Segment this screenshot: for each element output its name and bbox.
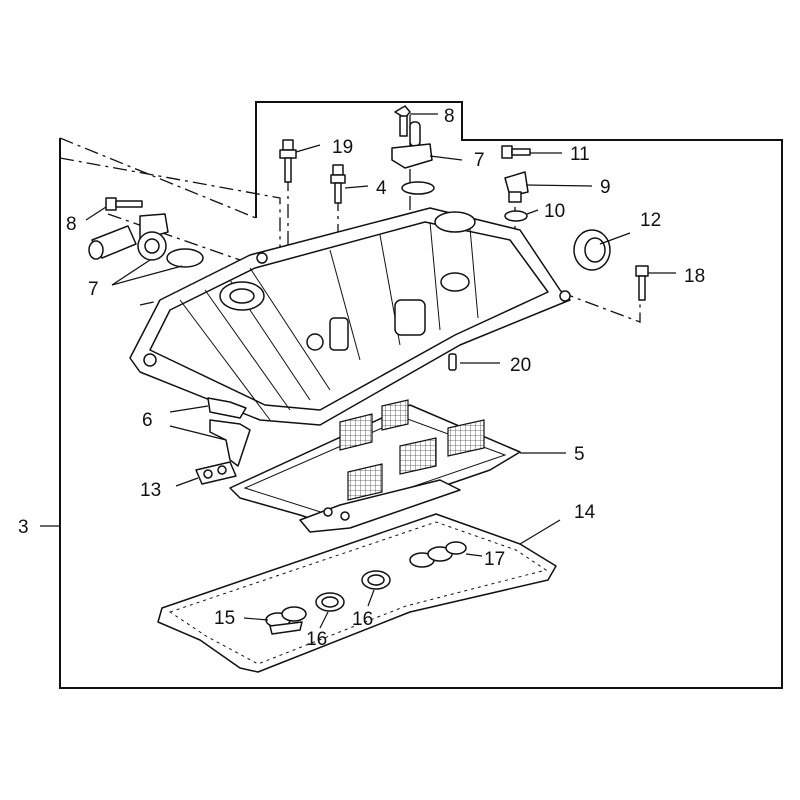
callout-12-leader (599, 232, 631, 245)
camshaft-sensor-7-top (391, 121, 435, 195)
callout-16-right: 16 (352, 609, 373, 630)
callout-7-left-leader (111, 259, 151, 286)
callout-10: 10 (544, 201, 565, 222)
o-ring-7-top (401, 181, 435, 195)
callout-19: 19 (332, 137, 353, 158)
callout-6-leader (169, 405, 209, 413)
callout-9-leader (525, 184, 593, 187)
bolt-8-left (105, 197, 143, 211)
callout-14: 14 (574, 502, 596, 523)
dowel-pin-20 (448, 353, 457, 371)
assembly-frame (59, 101, 783, 689)
spark-plug-seal-17 (409, 541, 467, 568)
callout-8-top: 8 (444, 106, 455, 127)
spark-plug-seal-16-right (361, 570, 391, 590)
callout-13-leader (175, 477, 199, 487)
callout-13: 13 (140, 480, 161, 501)
bolt-18 (635, 265, 649, 301)
callout-4: 4 (376, 178, 387, 199)
spark-plug-seal-15 (265, 606, 307, 635)
cover-gasket-14 (157, 513, 557, 673)
baffle-plate-5 (229, 399, 521, 533)
callout-7-left-leader-2 (111, 265, 183, 286)
callout-15: 15 (214, 608, 235, 629)
callout-19-leader (295, 144, 321, 153)
bolt-8-top (394, 105, 411, 137)
bolt-4 (330, 164, 346, 204)
callout-7-left: 7 (88, 279, 99, 300)
callout-10-leader (526, 209, 539, 215)
dashdot-line-right (559, 291, 641, 323)
callout-15-leader (243, 617, 269, 621)
callout-18: 18 (684, 266, 705, 287)
callout-14-leader (519, 519, 561, 545)
pcv-valve-7-left (88, 213, 204, 268)
o-ring-10 (504, 210, 528, 222)
callout-20: 20 (510, 355, 531, 376)
callout-16-left-leader (319, 611, 329, 629)
callout-6: 6 (142, 410, 153, 431)
o-ring-7-left (166, 248, 204, 268)
callout-16-right-leader (367, 589, 375, 607)
callout-6-leader-2 (169, 425, 227, 441)
callout-11: 11 (570, 144, 590, 165)
callout-4-leader (344, 185, 369, 189)
callout-7-top-leader (429, 155, 463, 161)
shaft-seal-12 (573, 229, 611, 271)
dashdot-line-left (107, 213, 241, 261)
bolt-11 (501, 145, 531, 159)
bolt-19 (279, 139, 297, 183)
callout-7-top: 7 (474, 150, 485, 171)
grommet-13 (195, 461, 237, 485)
callout-12: 12 (640, 210, 661, 231)
callout-5: 5 (574, 444, 585, 465)
callout-16-left: 16 (306, 629, 327, 650)
spark-plug-seal-16-left (315, 592, 345, 612)
bracket-6 (207, 397, 251, 467)
callout-9: 9 (600, 177, 611, 198)
callout-3: 3 (18, 517, 29, 538)
callout-17-leader (465, 553, 483, 557)
assembly-frame-dashed-edge (59, 137, 257, 219)
camshaft-cover (129, 207, 571, 426)
dashdot-line-upper (59, 157, 281, 260)
callout-8-left: 8 (66, 214, 77, 235)
callout-8-left-leader (85, 206, 107, 221)
callout-17: 17 (484, 549, 505, 570)
camshaft-sensor-9 (504, 171, 529, 203)
